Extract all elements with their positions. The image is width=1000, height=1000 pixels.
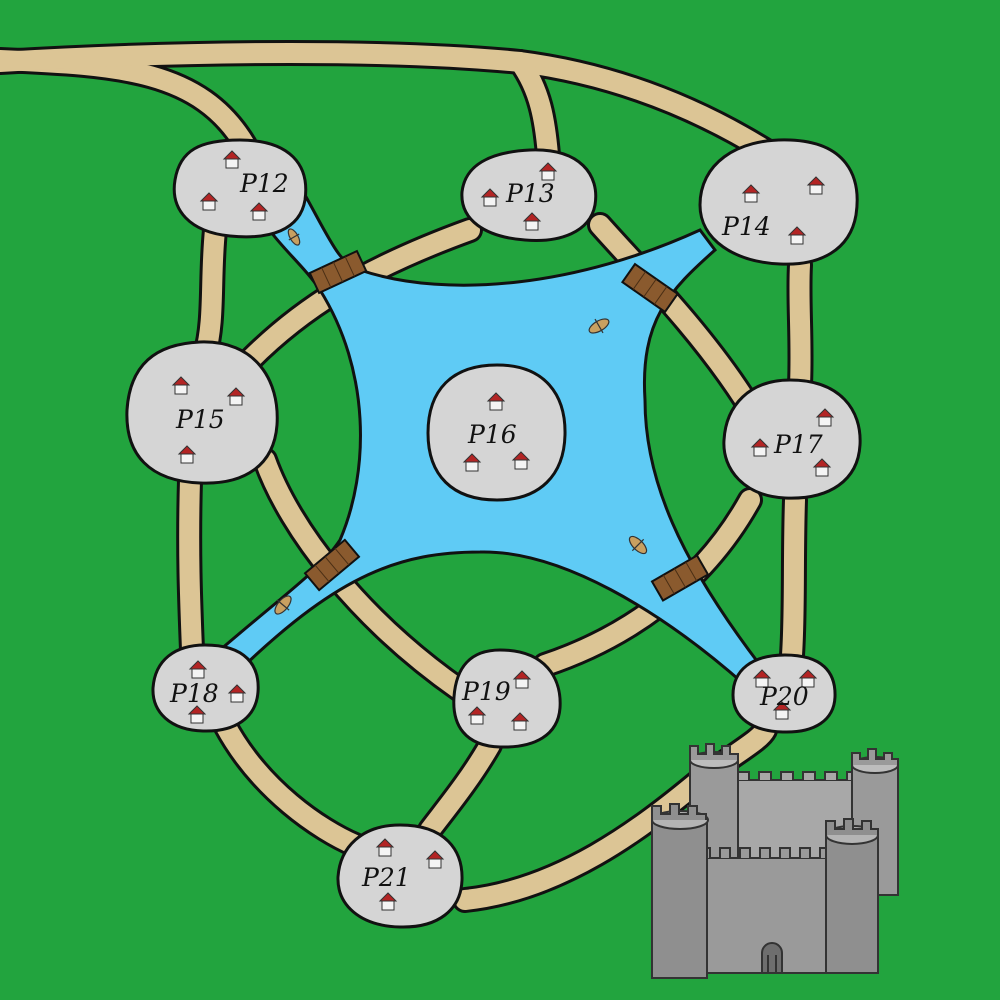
bridge-nw [308, 249, 368, 295]
bridge-ne [620, 262, 680, 314]
town-p16[interactable]: P16 [426, 363, 567, 502]
town-p13[interactable]: P13 [460, 148, 598, 242]
bridge-sw [303, 538, 361, 592]
boats [274, 228, 648, 615]
boat-icon [274, 595, 292, 615]
town-p21[interactable]: P21 [336, 823, 464, 929]
boat-icon [588, 318, 610, 334]
town-p20[interactable]: P20 [731, 653, 837, 734]
boat-icon [287, 228, 301, 246]
town-p18[interactable]: P18 [151, 643, 260, 733]
town-p15[interactable]: P15 [125, 340, 279, 485]
town-p19[interactable]: P19 [452, 648, 562, 749]
town-p14[interactable]: P14 [698, 138, 859, 266]
town-label: P16 [467, 420, 517, 449]
town-label: P19 [461, 677, 511, 706]
town-label: P15 [175, 405, 225, 434]
bridge-se [650, 554, 710, 602]
town-label: P21 [361, 863, 411, 892]
town-p17[interactable]: P17 [722, 378, 862, 500]
town-label: P12 [239, 169, 289, 198]
town-label: P14 [721, 212, 771, 241]
bridges [303, 249, 710, 602]
town-label: P20 [759, 682, 809, 711]
town-p12[interactable]: P12 [172, 138, 308, 239]
town-label: P17 [773, 430, 823, 459]
town-label: P18 [169, 679, 219, 708]
town-label: P13 [505, 179, 555, 208]
castle[interactable] [651, 743, 899, 979]
